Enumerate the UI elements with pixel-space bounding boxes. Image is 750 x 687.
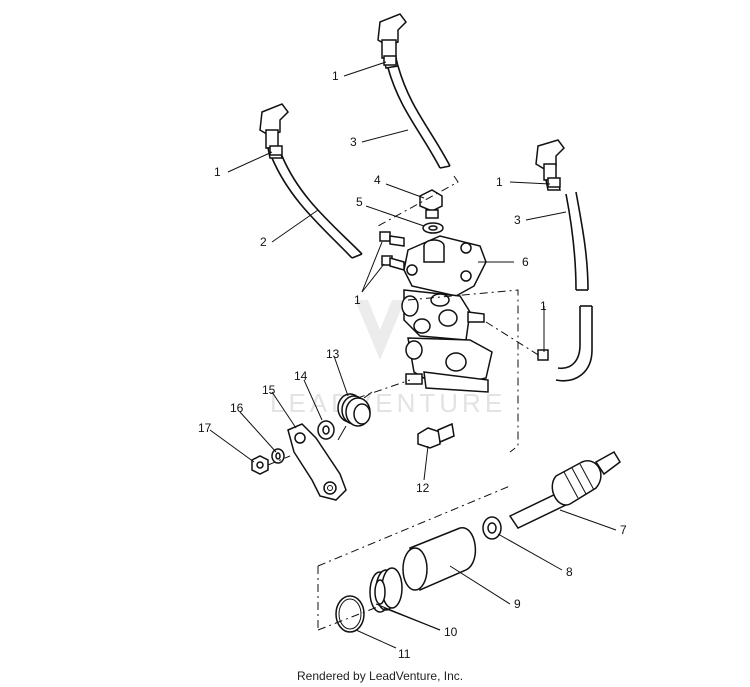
- callout-11: 11: [398, 647, 411, 661]
- hose-dashed-link: [377, 175, 459, 227]
- lock-washer: [271, 448, 285, 464]
- callout-1-lower-clamp: 1: [540, 299, 547, 313]
- callout-16: 16: [230, 401, 244, 415]
- hex-nut: [251, 455, 269, 475]
- bushing-sleeve: [402, 527, 477, 592]
- callout-14: 14: [294, 369, 308, 383]
- callout-3-top: 3: [350, 135, 357, 149]
- thrust-washer: [482, 516, 502, 540]
- torsion-spring: [337, 391, 373, 441]
- callout-labels: 1 3 1 4 1 5 3 2 6 1 1 13 14 15 16 17 12 …: [198, 69, 627, 661]
- hose-clamps: [269, 55, 561, 361]
- callout-1-left: 1: [214, 165, 221, 179]
- callout-5: 5: [356, 195, 363, 209]
- drive-gear-shaft: [508, 450, 621, 529]
- mounting-bolt: [417, 422, 455, 449]
- lever-dashed-link: [267, 455, 291, 466]
- callout-4: 4: [374, 173, 381, 187]
- flat-washer: [317, 420, 335, 440]
- washer: [422, 222, 444, 234]
- callout-1-pump: 1: [354, 293, 361, 307]
- pump-lever: [287, 423, 347, 501]
- watermark-text: LEADVENTURE: [270, 388, 506, 418]
- callout-1-top: 1: [332, 69, 339, 83]
- o-ring: [335, 595, 365, 633]
- leader-lines: [209, 61, 617, 649]
- callout-12: 12: [416, 481, 430, 495]
- watermark: LEADVENTURE: [270, 300, 506, 418]
- callout-6: 6: [522, 255, 529, 269]
- callout-17: 17: [198, 421, 212, 435]
- hose-top: [387, 65, 451, 169]
- hose-right-lower: [555, 305, 593, 382]
- clamp-dashed-link: [485, 321, 541, 357]
- banjo-bolt: [419, 189, 443, 219]
- hose-right-upper: [565, 191, 589, 291]
- callout-13: 13: [326, 347, 340, 361]
- callout-9: 9: [514, 597, 521, 611]
- lower-assembly-boundary: [317, 485, 511, 631]
- oil-pump-body: [389, 235, 493, 393]
- coil-springs: [369, 567, 403, 613]
- callout-7: 7: [620, 523, 627, 537]
- hose-left: [271, 155, 363, 259]
- footer-credit: Rendered by LeadVenture, Inc.: [297, 669, 463, 683]
- callout-3-right: 3: [514, 213, 521, 227]
- callout-15: 15: [262, 383, 276, 397]
- callout-8: 8: [566, 565, 573, 579]
- callout-2: 2: [260, 235, 267, 249]
- callout-1-right: 1: [496, 175, 503, 189]
- pump-assembly-boundary: [407, 289, 519, 453]
- callout-10: 10: [444, 625, 458, 639]
